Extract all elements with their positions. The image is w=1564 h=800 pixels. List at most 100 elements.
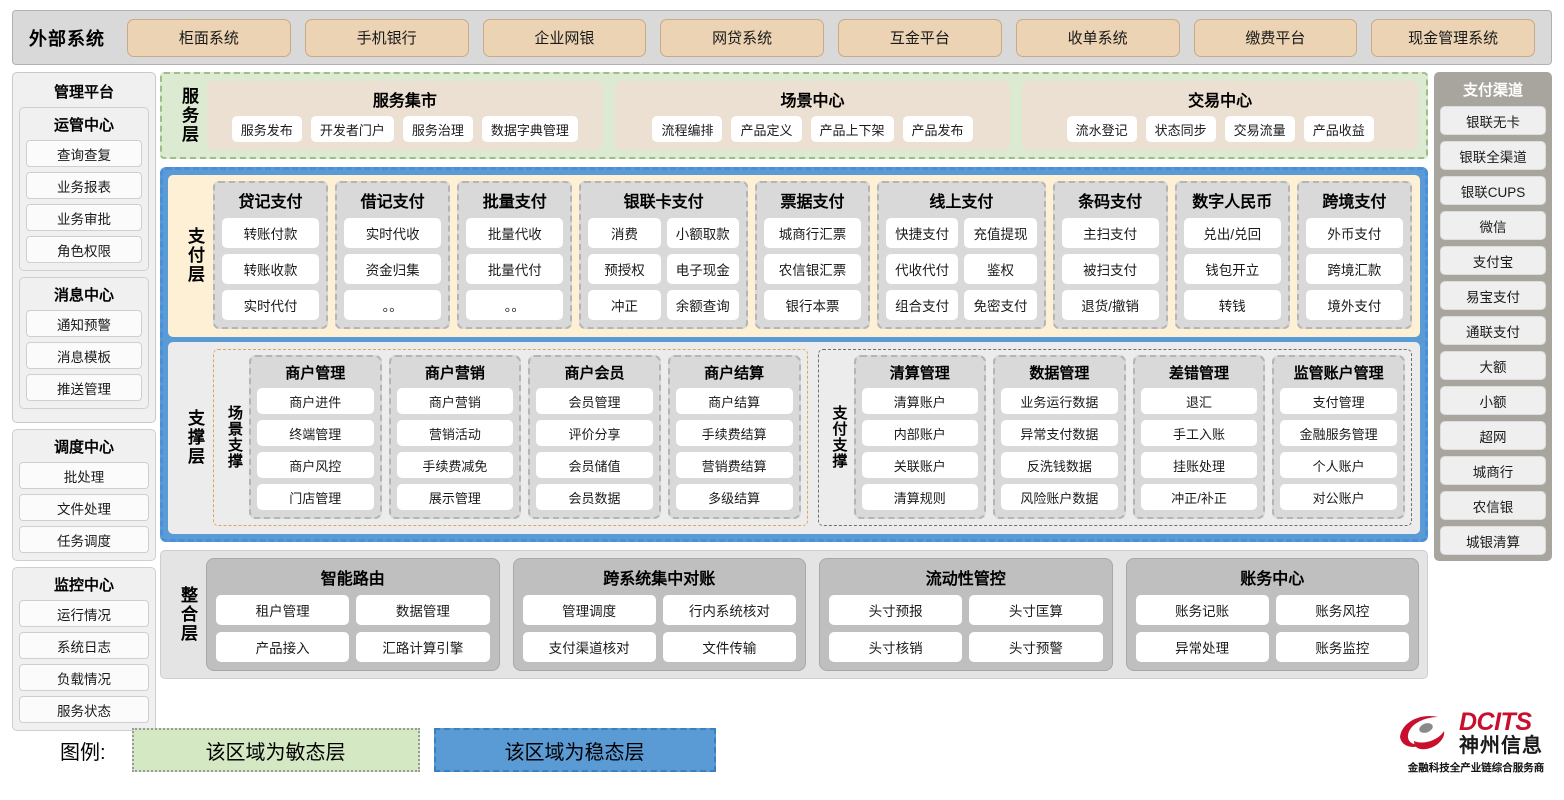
service-item[interactable]: 流水登记 — [1066, 116, 1137, 142]
payment-item[interactable]: 退货/撤销 — [1061, 290, 1159, 320]
integration-item[interactable]: 数据管理 — [356, 595, 490, 625]
sidebar-item[interactable]: 任务调度 — [19, 526, 149, 553]
payment-channel-item[interactable]: 农信银 — [1440, 491, 1546, 520]
integration-item[interactable]: 行内系统核对 — [662, 595, 796, 625]
support-item[interactable]: 营销费结算 — [675, 452, 793, 478]
sidebar-item[interactable]: 系统日志 — [19, 632, 149, 659]
support-item[interactable]: 会员管理 — [536, 388, 653, 414]
support-item[interactable]: 手续费结算 — [675, 420, 793, 446]
service-item[interactable]: 产品发布 — [902, 116, 973, 142]
payment-channel-item[interactable]: 易宝支付 — [1440, 281, 1546, 310]
service-item[interactable]: 产品定义 — [731, 116, 802, 142]
external-system-chip[interactable]: 网贷系统 — [660, 18, 824, 57]
sidebar-item[interactable]: 负载情况 — [19, 664, 149, 691]
support-item[interactable]: 门店管理 — [257, 484, 374, 510]
payment-item[interactable]: 组合支付 — [886, 290, 959, 320]
sidebar-item[interactable]: 业务报表 — [26, 172, 142, 199]
integration-item[interactable]: 产品接入 — [216, 632, 350, 662]
external-system-chip[interactable]: 企业网银 — [482, 18, 647, 57]
sidebar-item[interactable]: 运行情况 — [19, 600, 149, 627]
support-item[interactable]: 个人账户 — [1280, 452, 1397, 478]
payment-item[interactable]: 实时代付 — [222, 290, 320, 320]
integration-item[interactable]: 头寸预警 — [969, 632, 1103, 662]
support-item[interactable]: 挂账处理 — [1140, 452, 1258, 478]
payment-item[interactable]: 主扫支付 — [1061, 218, 1159, 248]
payment-item[interactable]: 电子现金 — [666, 254, 739, 284]
payment-item[interactable]: 。。 — [466, 290, 564, 320]
service-item[interactable]: 产品收益 — [1303, 116, 1374, 142]
payment-channel-item[interactable]: 通联支付 — [1440, 316, 1546, 345]
payment-channel-item[interactable]: 银联全渠道 — [1440, 141, 1546, 170]
integration-item[interactable]: 头寸核销 — [829, 632, 963, 662]
support-item[interactable]: 展示管理 — [396, 484, 514, 510]
external-system-chip[interactable]: 互金平台 — [838, 18, 1002, 57]
support-item[interactable]: 手续费减免 — [396, 452, 514, 478]
payment-item[interactable]: 免密支付 — [964, 290, 1037, 320]
integration-item[interactable]: 租户管理 — [216, 595, 350, 625]
service-item[interactable]: 开发者门户 — [310, 116, 394, 142]
sidebar-item[interactable]: 推送管理 — [26, 374, 142, 401]
service-item[interactable]: 数据字典管理 — [481, 116, 578, 142]
payment-item[interactable]: 被扫支付 — [1061, 254, 1159, 284]
support-item[interactable]: 风险账户数据 — [1001, 484, 1118, 510]
integration-item[interactable]: 异常处理 — [1135, 632, 1269, 662]
payment-item[interactable]: 快捷支付 — [886, 218, 959, 248]
support-item[interactable]: 评价分享 — [536, 420, 653, 446]
payment-item[interactable]: 余额查询 — [666, 290, 739, 320]
payment-item[interactable]: 批量代付 — [466, 254, 564, 284]
integration-item[interactable]: 头寸预报 — [829, 595, 963, 625]
sidebar-item[interactable]: 服务状态 — [19, 696, 149, 723]
integration-item[interactable]: 支付渠道核对 — [522, 632, 656, 662]
support-item[interactable]: 商户结算 — [675, 388, 793, 414]
integration-item[interactable]: 账务记账 — [1135, 595, 1269, 625]
service-item[interactable]: 服务发布 — [231, 116, 302, 142]
sidebar-item[interactable]: 批处理 — [19, 462, 149, 489]
payment-item[interactable]: 消费 — [588, 218, 661, 248]
support-item[interactable]: 商户进件 — [257, 388, 374, 414]
support-item[interactable]: 会员储值 — [536, 452, 653, 478]
payment-item[interactable]: 农信银汇票 — [763, 254, 862, 284]
support-item[interactable]: 反洗钱数据 — [1001, 452, 1118, 478]
integration-item[interactable]: 文件传输 — [662, 632, 796, 662]
external-system-chip[interactable]: 缴费平台 — [1193, 18, 1358, 57]
payment-item[interactable]: 转账收款 — [222, 254, 320, 284]
integration-item[interactable]: 账务监控 — [1275, 632, 1409, 662]
payment-item[interactable]: 预授权 — [588, 254, 661, 284]
payment-item[interactable]: 银行本票 — [763, 290, 862, 320]
support-item[interactable]: 异常支付数据 — [1001, 420, 1118, 446]
payment-channel-item[interactable]: 城银清算 — [1440, 526, 1546, 555]
support-item[interactable]: 内部账户 — [861, 420, 979, 446]
support-item[interactable]: 会员数据 — [536, 484, 653, 510]
payment-channel-item[interactable]: 微信 — [1440, 211, 1546, 240]
support-item[interactable]: 关联账户 — [861, 452, 979, 478]
external-system-chip[interactable]: 现金管理系统 — [1371, 18, 1535, 57]
payment-item[interactable]: 资金归集 — [344, 254, 442, 284]
service-item[interactable]: 交易流量 — [1224, 116, 1295, 142]
support-item[interactable]: 商户营销 — [396, 388, 514, 414]
sidebar-item[interactable]: 文件处理 — [19, 494, 149, 521]
payment-item[interactable]: 转钱 — [1183, 290, 1281, 320]
payment-item[interactable]: 转账付款 — [222, 218, 320, 248]
payment-item[interactable]: 鉴权 — [964, 254, 1037, 284]
payment-item[interactable]: 冲正 — [588, 290, 661, 320]
payment-item[interactable]: 小额取款 — [666, 218, 739, 248]
integration-item[interactable]: 账务风控 — [1275, 595, 1409, 625]
payment-item[interactable]: 充值提现 — [964, 218, 1037, 248]
service-item[interactable]: 流程编排 — [652, 116, 723, 142]
sidebar-item[interactable]: 消息模板 — [26, 342, 142, 369]
sidebar-item[interactable]: 角色权限 — [26, 236, 142, 263]
payment-item[interactable]: 批量代收 — [466, 218, 564, 248]
payment-channel-item[interactable]: 银联无卡 — [1440, 106, 1546, 135]
payment-item[interactable]: 实时代收 — [344, 218, 442, 248]
support-item[interactable]: 金融服务管理 — [1280, 420, 1397, 446]
payment-item[interactable]: 境外支付 — [1305, 290, 1403, 320]
external-system-chip[interactable]: 柜面系统 — [127, 18, 291, 57]
support-item[interactable]: 商户风控 — [257, 452, 374, 478]
service-item[interactable]: 服务治理 — [402, 116, 473, 142]
sidebar-item[interactable]: 通知预警 — [26, 310, 142, 337]
payment-item[interactable]: 代收代付 — [886, 254, 959, 284]
payment-channel-item[interactable]: 大额 — [1440, 351, 1546, 380]
support-item[interactable]: 终端管理 — [257, 420, 374, 446]
payment-item[interactable]: 。。 — [344, 290, 442, 320]
payment-channel-item[interactable]: 银联CUPS — [1440, 176, 1546, 205]
